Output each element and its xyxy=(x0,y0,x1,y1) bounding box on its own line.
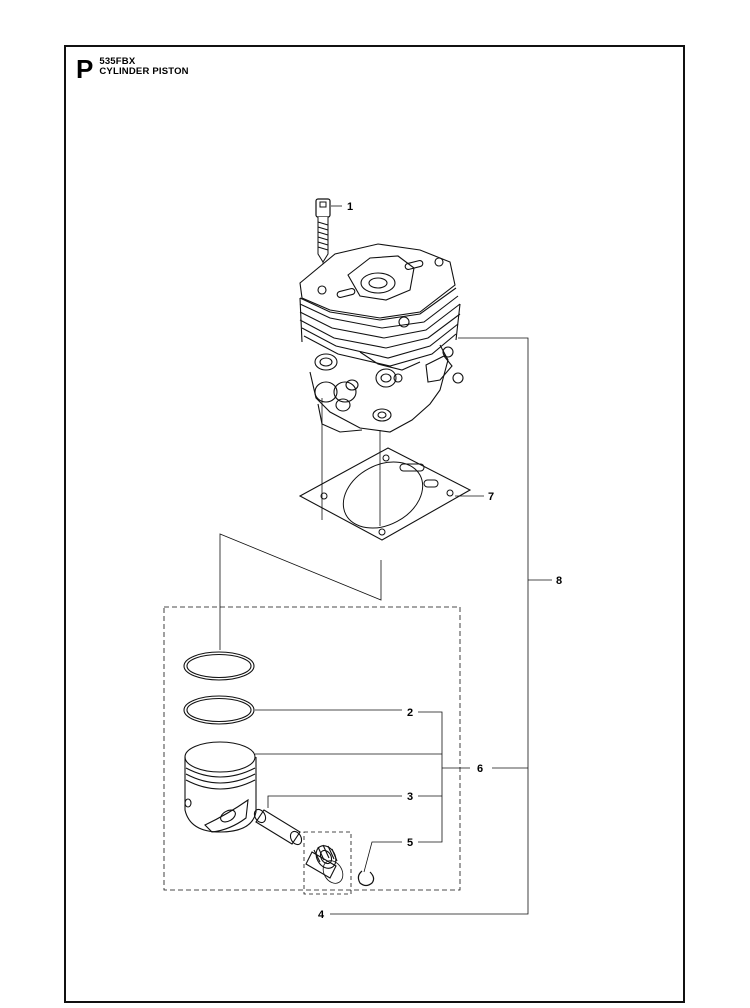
callout-2: 2 xyxy=(407,707,413,719)
callout-4: 4 xyxy=(318,909,325,921)
piston-illustration xyxy=(184,741,257,833)
section-letter: P xyxy=(76,54,94,84)
gasket-illustration xyxy=(298,447,472,541)
diagram-frame xyxy=(64,45,685,1003)
callout-5: 5 xyxy=(407,837,413,849)
callout-3: 3 xyxy=(407,791,413,803)
section-title: CYLINDER PISTON xyxy=(99,66,189,77)
cylinder-illustration xyxy=(299,243,464,433)
model-name: 535FBX xyxy=(99,56,136,67)
piston-pin-illustration xyxy=(253,808,303,846)
piston-kit-boundary xyxy=(163,606,461,891)
callout-1: 1 xyxy=(347,201,353,213)
header-text: 535FBX CYLINDER PISTON xyxy=(99,57,188,77)
bearing-boundary xyxy=(303,831,352,895)
piston-ring-illustration xyxy=(183,651,255,725)
page-header: P 535FBX CYLINDER PISTON xyxy=(76,56,189,82)
callout-6: 6 xyxy=(477,763,483,775)
callout-8: 8 xyxy=(556,575,562,587)
callout-7: 7 xyxy=(488,491,494,503)
leader-lines xyxy=(255,205,552,915)
circlip-illustration xyxy=(357,870,375,887)
needle-bearing-illustration xyxy=(305,844,344,884)
